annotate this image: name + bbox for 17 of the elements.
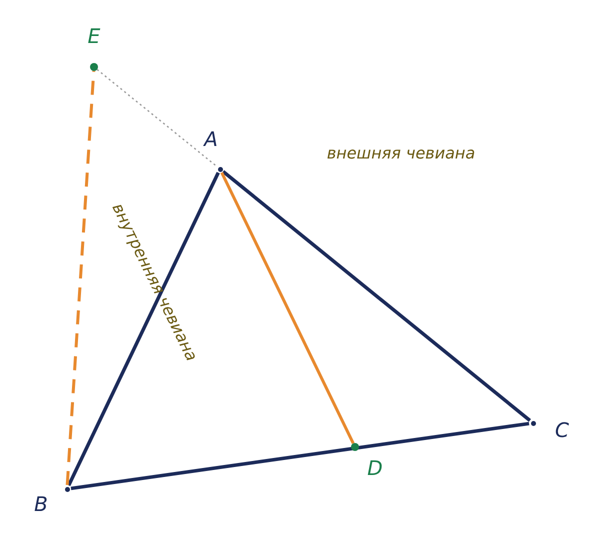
vertex-point — [530, 420, 536, 426]
vertex-point — [64, 486, 70, 492]
point-label: D — [367, 456, 383, 480]
line-segment — [67, 172, 220, 486]
cevian-label: внешняя чевиана — [326, 144, 476, 162]
point-label: B — [34, 492, 48, 516]
point-label: A — [204, 127, 218, 151]
line-segment — [222, 170, 531, 422]
point-marker — [90, 63, 98, 71]
dashed-line — [96, 69, 218, 167]
point-marker — [351, 443, 359, 451]
point-label: E — [88, 24, 100, 48]
point-label: C — [555, 418, 569, 442]
vertex-point — [218, 166, 222, 172]
dashed-line — [66, 70, 96, 486]
line-segment — [220, 172, 355, 444]
line-segment — [70, 422, 530, 490]
